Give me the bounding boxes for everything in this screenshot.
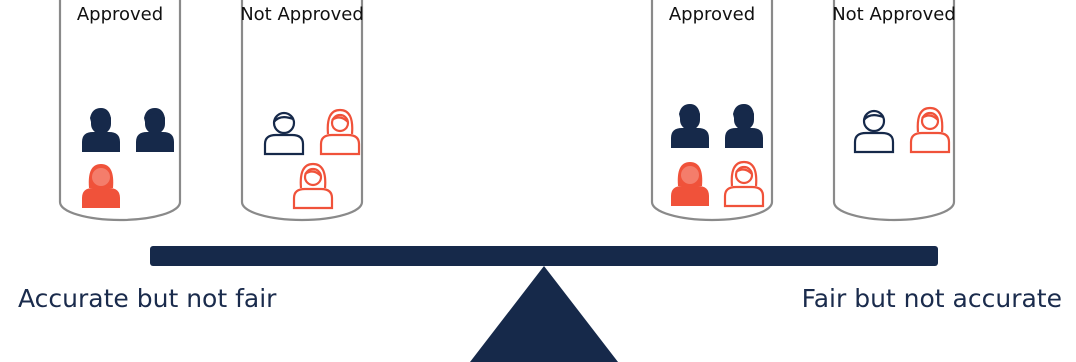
- left-caption: Accurate but not fair: [18, 284, 277, 313]
- balance-beam: [150, 246, 938, 266]
- right-approved-label: Approved: [668, 4, 756, 25]
- cylinder-left-approved: [58, 0, 182, 222]
- right-caption: Fair but not accurate: [801, 284, 1062, 313]
- left-not-approved-label: Not Approved: [240, 4, 364, 25]
- left-approved-label: Approved: [76, 4, 164, 25]
- right-not-approved-label: Not Approved: [832, 4, 956, 25]
- fulcrum-triangle: [470, 266, 618, 362]
